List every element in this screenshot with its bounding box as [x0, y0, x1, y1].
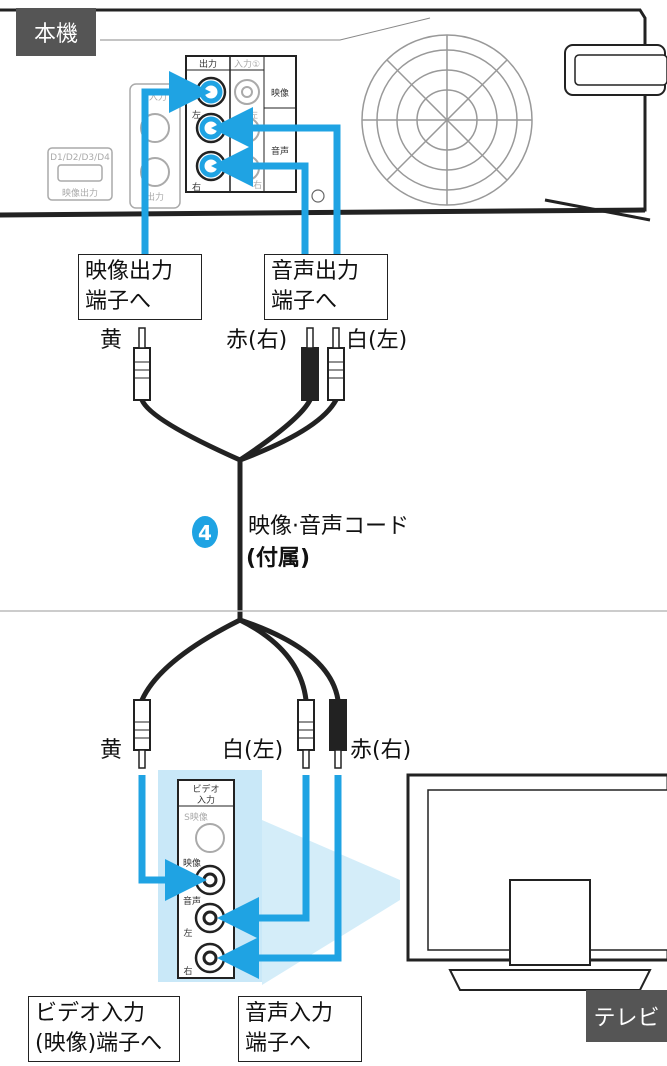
cord-name: 映像·音声コード — [248, 514, 409, 539]
audio-in-line2: 端子へ — [245, 1031, 312, 1056]
tv-input-panel — [177, 779, 235, 979]
white-plug-bottom — [297, 699, 315, 769]
d-terminal — [47, 147, 113, 201]
video-in-line1: ビデオ入力 — [35, 1001, 146, 1026]
audio-row-label: 音声 — [271, 145, 289, 157]
tv-left-label: 左 — [183, 927, 192, 939]
red-top-label: 赤(右) — [226, 328, 288, 353]
video-out-line1: 映像出力 — [85, 259, 174, 284]
audio-out-line2: 端子へ — [271, 289, 338, 314]
d-terminal-label: D1/D2/D3/D4 — [50, 153, 110, 163]
out-right-label: 右 — [192, 181, 201, 193]
fan-grill-icon — [361, 34, 533, 206]
tv-audio-label: 音声 — [183, 895, 201, 907]
cord-note: (付属) — [246, 546, 311, 571]
bottom-blue-routes — [138, 775, 342, 979]
top-cables — [139, 397, 341, 703]
yellow-plug-bottom — [133, 699, 151, 769]
in-right-label: 右 — [253, 179, 262, 191]
zoom-beam — [262, 820, 400, 985]
video-out-box: 映像出力 端子へ — [78, 254, 202, 320]
video-out-line2: 端子へ — [85, 289, 152, 314]
s-output-label: 出力 — [146, 191, 164, 203]
audio-out-box: 音声出力 端子へ — [264, 254, 388, 320]
white-bottom-label: 白(左) — [222, 738, 284, 763]
white-top-label: 白(左) — [346, 328, 408, 353]
tv-panel-title-2: 入力 — [197, 794, 215, 806]
tv-tag: テレビ — [586, 990, 667, 1042]
red-plug-top — [301, 327, 319, 401]
output-jacks — [195, 76, 227, 182]
top-blue-routes — [141, 71, 341, 262]
output-header: 出力 — [199, 58, 217, 70]
audio-in-box: 音声入力 端子へ — [238, 996, 362, 1062]
video-in-box: ビデオ入力 (映像)端子へ — [28, 996, 180, 1062]
ground-icon — [311, 189, 325, 203]
unit-tag: 本機 — [16, 8, 96, 56]
out-left-label: 左 — [192, 109, 201, 121]
cord-number: 4 — [198, 521, 212, 545]
in-left-label: 左 — [249, 109, 258, 121]
tv-icon — [406, 773, 667, 991]
cord-number-badge: 4 — [192, 516, 218, 548]
red-plug-bottom — [329, 699, 347, 769]
video-row-label: 映像 — [271, 87, 289, 99]
tv-s-video-label: S映像 — [184, 811, 208, 823]
d-output-label: 映像出力 — [62, 187, 98, 199]
audio-in-line1: 音声入力 — [245, 1001, 334, 1026]
tv-video-label: 映像 — [183, 857, 201, 869]
audio-out-line1: 音声出力 — [271, 259, 360, 284]
white-plug-top — [327, 327, 345, 401]
video-in-line2: (映像)端子へ — [35, 1031, 163, 1056]
yellow-top-label: 黄 — [100, 328, 123, 353]
input-header: 入力① — [234, 58, 260, 70]
red-bottom-label: 赤(右) — [350, 738, 412, 763]
yellow-bottom-label: 黄 — [100, 738, 123, 763]
yellow-plug-top — [133, 327, 151, 401]
tv-right-label: 右 — [183, 965, 192, 977]
tv-panel-title-1: ビデオ — [192, 783, 219, 795]
